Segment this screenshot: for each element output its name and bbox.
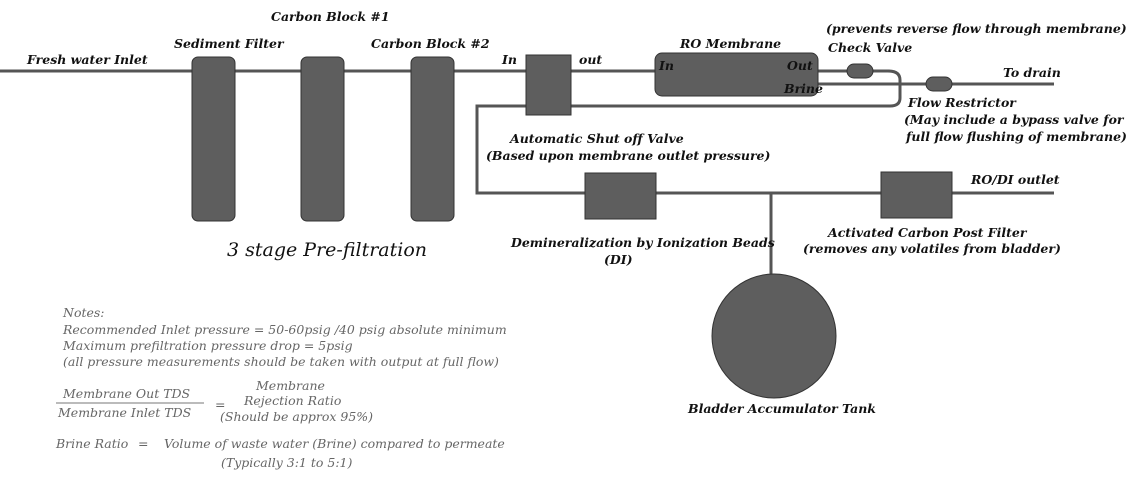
automatic-shutoff-valve (525, 54, 572, 116)
check-valve (846, 63, 874, 79)
shutoff-valve-subtitle: (Based upon membrane outlet pressure) (486, 148, 770, 163)
post-filter-title: Activated Carbon Post Filter (827, 225, 1028, 240)
brine-ratio-text: Volume of waste water (Brine) compared t… (164, 436, 505, 451)
bladder-tank-label: Bladder Accumulator Tank (687, 401, 876, 416)
flow-restrictor (925, 76, 953, 92)
ro-membrane (654, 52, 819, 97)
notes-line-2: Maximum prefiltration pressure drop = 5p… (62, 338, 353, 353)
rejection-ratio-line-3: (Should be approx 95%) (220, 409, 373, 424)
to-drain-label: To drain (1003, 65, 1061, 80)
flow-restrictor-label: Flow Restrictor (907, 95, 1017, 110)
di-title: Demineralization by Ionization Beads (510, 235, 775, 250)
check-valve-label: Check Valve (828, 40, 912, 55)
valve-in-label: In (501, 52, 517, 67)
membrane-in-label: In (658, 58, 674, 73)
valve-out-label: out (579, 52, 602, 67)
di-filter (584, 172, 657, 220)
brine-ratio-equals: = (138, 436, 148, 451)
brine-ratio-typical: (Typically 3:1 to 5:1) (221, 455, 352, 470)
notes-line-3: (all pressure measurements should be tak… (63, 354, 499, 369)
notes-line-1: Recommended Inlet pressure = 50-60psig /… (62, 322, 507, 337)
fresh-water-inlet-label: Fresh water Inlet (26, 52, 148, 67)
membrane-brine-label: Brine (783, 81, 823, 96)
shutoff-valve-title: Automatic Shut off Valve (509, 131, 684, 146)
flow-restrictor-note-1: (May include a bypass valve for (904, 112, 1125, 127)
di-subtitle: (DI) (604, 252, 633, 267)
ro-membrane-label: RO Membrane (679, 36, 781, 51)
carbon-block-1 (300, 56, 345, 222)
carbon-block-2 (410, 56, 455, 222)
flow-restrictor-note-2: full flow flushing of membrane) (905, 129, 1127, 144)
carbon-block-1-label: Carbon Block #1 (271, 9, 390, 24)
rejection-ratio-line-1: Membrane (255, 378, 325, 393)
fraction-numerator: Membrane Out TDS (62, 386, 190, 401)
post-filter-subtitle: (removes any volatiles from bladder) (803, 241, 1061, 256)
notes-heading: Notes: (62, 305, 105, 320)
carbon-block-2-label: Carbon Block #2 (371, 36, 490, 51)
ro-di-outlet-label: RO/DI outlet (970, 172, 1060, 187)
membrane-out-label: Out (787, 58, 813, 73)
fraction-equals: = (215, 397, 225, 412)
prefiltration-label: 3 stage Pre-filtration (227, 239, 427, 261)
fraction-denominator: Membrane Inlet TDS (57, 405, 191, 420)
bladder-accumulator-tank (711, 273, 837, 399)
carbon-post-filter (880, 171, 953, 219)
rejection-ratio-line-2: Rejection Ratio (243, 393, 341, 408)
sediment-filter-label: Sediment Filter (174, 36, 285, 51)
check-valve-note: (prevents reverse flow through membrane) (826, 21, 1127, 36)
sediment-filter (191, 56, 236, 222)
brine-ratio-label: Brine Ratio (55, 436, 128, 451)
check-valve-return-pipe (475, 69, 1054, 195)
